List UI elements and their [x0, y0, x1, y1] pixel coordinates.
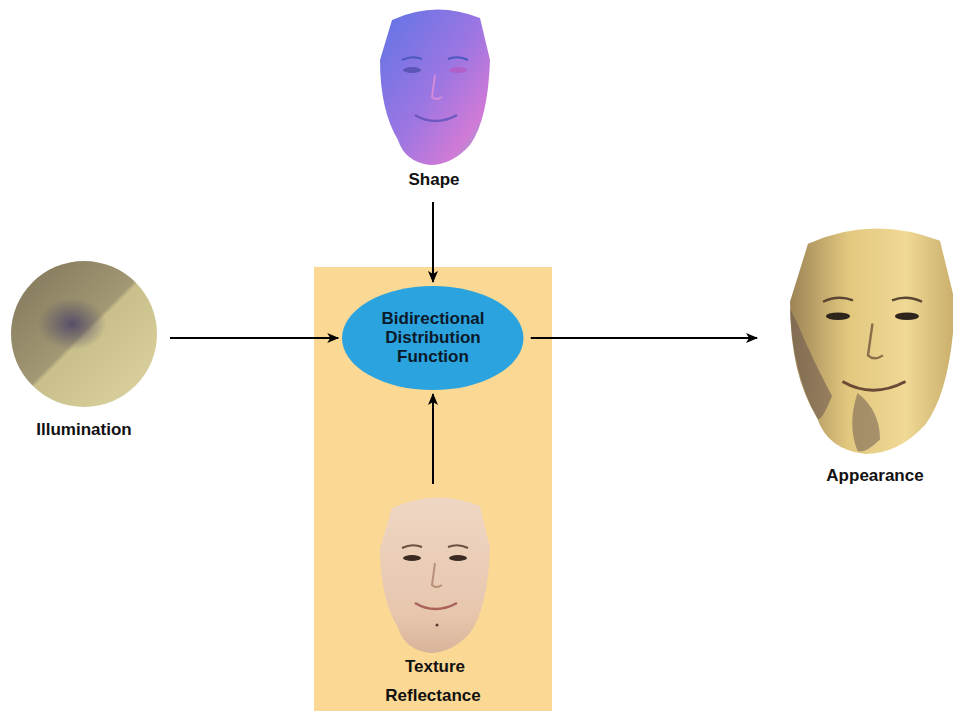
illumination-sphere — [11, 261, 157, 407]
figure-node: Appearance — [760, 215, 953, 490]
texture-face — [380, 497, 490, 653]
node-label: Texture — [405, 657, 465, 677]
node-label: Shape — [408, 170, 459, 190]
shape-face — [380, 9, 490, 165]
figure-node: Shape — [370, 0, 498, 196]
appearance-face — [790, 228, 953, 454]
arrow-connector — [432, 394, 434, 484]
group-band: Reflectance Bidirectional Distribution Fu… — [314, 267, 552, 711]
node-label: Reflectance — [385, 686, 480, 706]
process-ellipse: Bidirectional Distribution Function — [341, 285, 524, 391]
figure-node: Illumination — [8, 255, 164, 445]
node-label: Illumination — [36, 420, 131, 440]
node-label: Appearance — [826, 466, 923, 486]
ellipse-shape — [342, 286, 523, 390]
node-label: Bidirectional Distribution Function — [371, 309, 495, 366]
arrow-connector — [170, 337, 338, 339]
reflectance-band — [314, 267, 552, 711]
arrow-connector — [531, 337, 757, 339]
arrow-connector — [432, 202, 434, 282]
figure-node: Texture — [372, 490, 498, 680]
